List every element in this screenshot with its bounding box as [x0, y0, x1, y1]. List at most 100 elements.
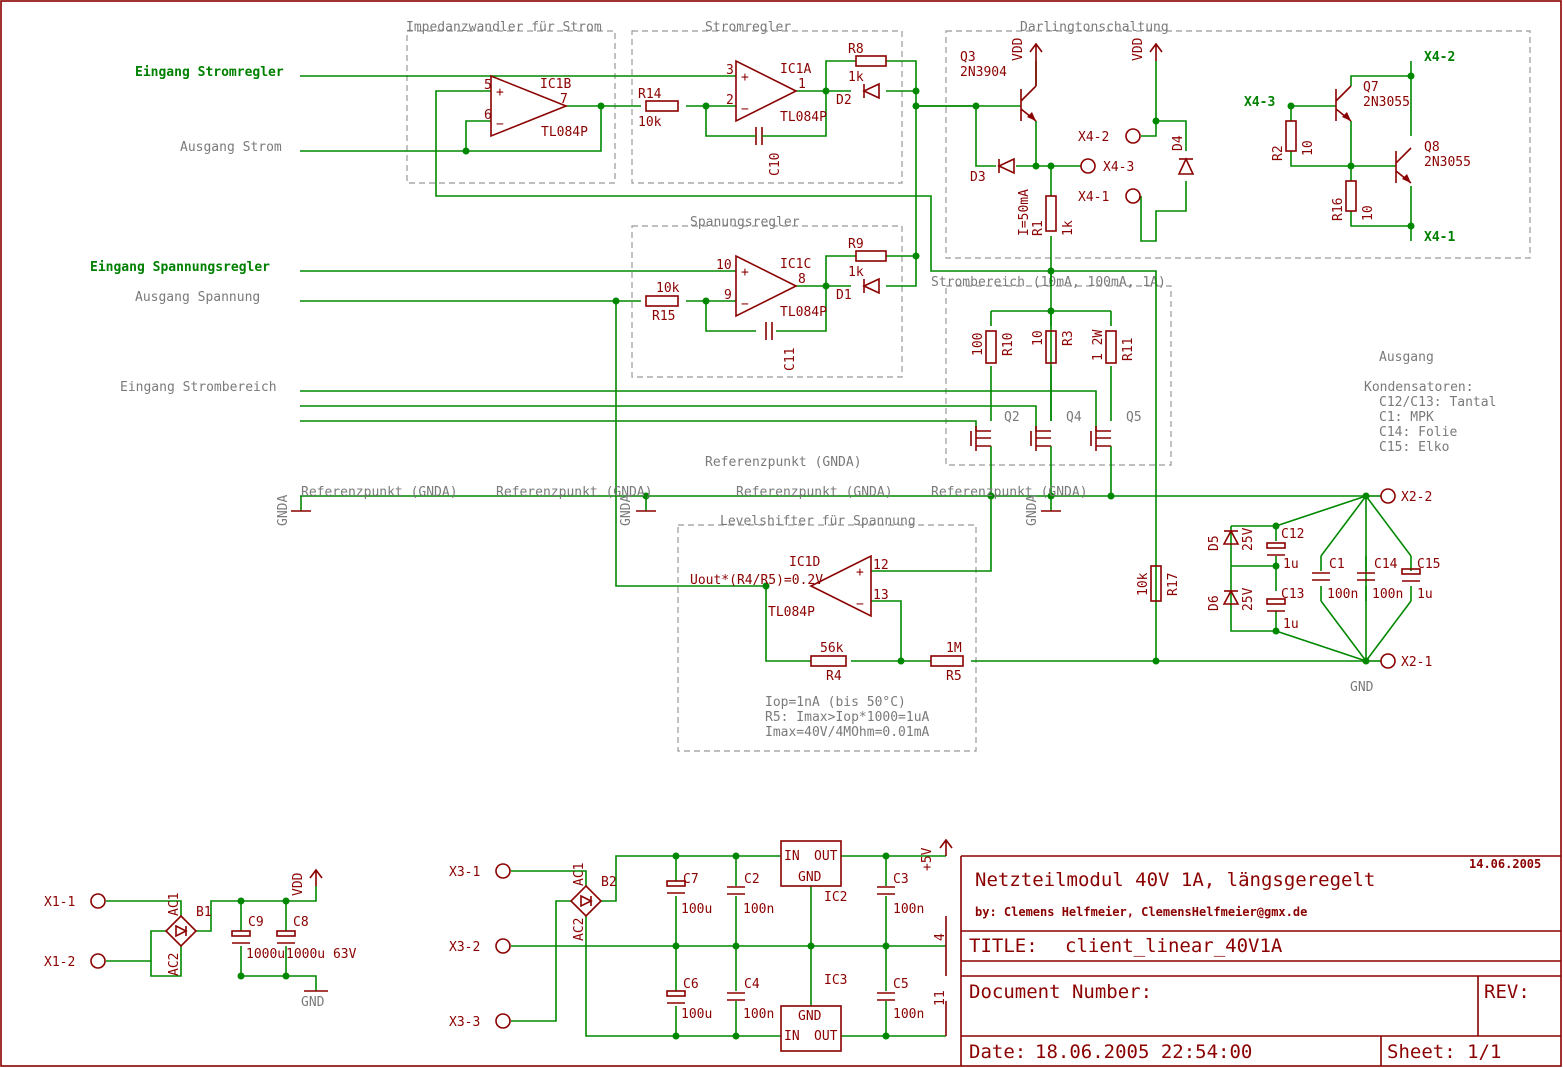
net-label-in-spannungsregler: Eingang Spannungsregler	[90, 260, 270, 275]
transistor-q3	[1020, 42, 1163, 122]
net-x4-3-left: X4-3	[1244, 95, 1275, 110]
value-r3: 10	[1031, 330, 1046, 346]
label-d3: D3	[970, 170, 986, 185]
caps-feedback	[751, 127, 773, 340]
label-c10: C10	[768, 153, 783, 176]
block-label-spannungsregler: Spanungsregler	[690, 215, 800, 230]
label-r8: R8	[848, 42, 864, 57]
label-c4: C4	[744, 977, 760, 992]
value-c12: 1u	[1283, 557, 1299, 572]
value-c15: 1u	[1417, 587, 1433, 602]
label-r1: R1	[1031, 220, 1046, 236]
label-q7: Q7	[1363, 80, 1379, 95]
label-d6-v: 25V	[1241, 587, 1256, 611]
label-q3: Q3	[960, 50, 976, 65]
label-ic1b: IC1B	[540, 77, 571, 92]
label-d5-v: 25V	[1241, 527, 1256, 551]
label-ic2-in: IN	[784, 849, 800, 864]
label-c13: C13	[1281, 587, 1304, 602]
label-r16: R16	[1331, 198, 1346, 221]
opamp-ic1c: +−	[735, 254, 798, 318]
value-r4: 56k	[820, 641, 844, 656]
label-q5: Q5	[1126, 410, 1142, 425]
sheet-label: Sheet: 1/1	[1387, 1041, 1501, 1063]
label-ic1c: IC1C	[780, 257, 811, 272]
title-label: TITLE:	[969, 935, 1038, 957]
label-ic1a: IC1A	[780, 62, 811, 77]
opamp-ic1b: +−	[490, 74, 569, 138]
label-ic2-out: OUT	[814, 849, 838, 864]
label-c2: C2	[744, 872, 760, 887]
title-author: by: Clemens Helfmeier, ClemensHelfmeier@…	[975, 905, 1307, 919]
label-b2: B2	[601, 875, 617, 890]
block-frames	[406, 30, 1531, 752]
junctions	[237, 72, 1415, 1040]
pin-10: 10	[716, 258, 732, 273]
label-x3-1: X3-1	[449, 865, 480, 880]
label-kond-1: C12/C13: Tantal	[1379, 395, 1496, 410]
net-x4-1-right: X4-1	[1424, 230, 1455, 245]
diodes	[862, 82, 1240, 605]
value-r8: 1k	[848, 70, 864, 85]
label-x1-2: X1-2	[44, 955, 75, 970]
value-c8: 1000u 63V	[286, 947, 357, 962]
output-caps	[1266, 542, 1421, 612]
label-vdd-x1: VDD	[291, 872, 306, 896]
label-c1: C1	[1329, 557, 1345, 572]
net-x4-2-right: X4-2	[1424, 50, 1455, 65]
bridge-b1	[164, 868, 328, 992]
connector-pins	[90, 128, 1396, 1029]
label-b1-ac2: AC2	[167, 953, 182, 976]
pin-7: 7	[560, 92, 568, 107]
label-b1-ac1: AC1	[167, 893, 182, 916]
label-d1: D1	[836, 288, 852, 303]
label-x2-1: X2-1	[1401, 655, 1432, 670]
opamp-ic1a: +−	[735, 59, 798, 123]
date-value: 18.06.2005 22:54:00	[1035, 1041, 1252, 1063]
label-plus5v: +5V	[920, 847, 935, 871]
label-d2: D2	[836, 93, 852, 108]
value-r15: 10k	[656, 281, 680, 296]
label-q4: Q4	[1066, 410, 1082, 425]
label-c14: C14	[1374, 557, 1398, 572]
label-c15: C15	[1417, 557, 1440, 572]
label-b2-ac2: AC2	[572, 918, 587, 941]
net-label-in-strombereich: Eingang Strombereich	[120, 380, 277, 395]
label-q7-type: 2N3055	[1363, 95, 1410, 110]
label-x3-3: X3-3	[449, 1015, 480, 1030]
label-x3-2: X3-2	[449, 940, 480, 955]
mosfets	[970, 426, 1111, 451]
svg-text:+: +	[741, 70, 749, 85]
label-ausgang: Ausgang	[1379, 350, 1434, 365]
transistor-q7-q8	[1335, 85, 1412, 184]
ref-label-3: Referenzpunkt (GNDA)	[736, 485, 893, 500]
rev-label: REV:	[1484, 981, 1530, 1003]
svg-text:+: +	[741, 265, 749, 280]
note-imax: Imax=40V/4MOhm=0.01mA	[765, 725, 930, 740]
label-ic1c-type: TL084P	[780, 305, 827, 320]
label-d4: D4	[1171, 135, 1186, 151]
opamp-ic1d: +−	[809, 554, 872, 618]
value-r9: 1k	[848, 265, 864, 280]
label-b2-ac1: AC1	[572, 863, 587, 886]
label-c9: C9	[248, 915, 264, 930]
label-c8: C8	[293, 915, 309, 930]
pin-13: 13	[873, 588, 889, 603]
label-gnd-x1: GND	[301, 995, 325, 1010]
gnda-label-1: GNDA	[276, 495, 291, 526]
label-c6: C6	[683, 977, 699, 992]
label-ic3-out: OUT	[814, 1029, 838, 1044]
label-r10: R10	[1001, 333, 1016, 356]
pin-5: 5	[484, 78, 492, 93]
pin-8: 8	[798, 272, 806, 287]
label-c11: C11	[783, 348, 798, 371]
label-q8-type: 2N3055	[1424, 155, 1471, 170]
value-r1-current: I=50mA	[1017, 189, 1032, 236]
resistors	[645, 55, 1357, 667]
gnda-label-3: GNDA	[1025, 495, 1040, 526]
label-d6: D6	[1207, 595, 1222, 611]
value-r14: 10k	[638, 115, 662, 130]
label-d5: D5	[1207, 535, 1222, 551]
label-ic1d-type: TL084P	[768, 605, 815, 620]
